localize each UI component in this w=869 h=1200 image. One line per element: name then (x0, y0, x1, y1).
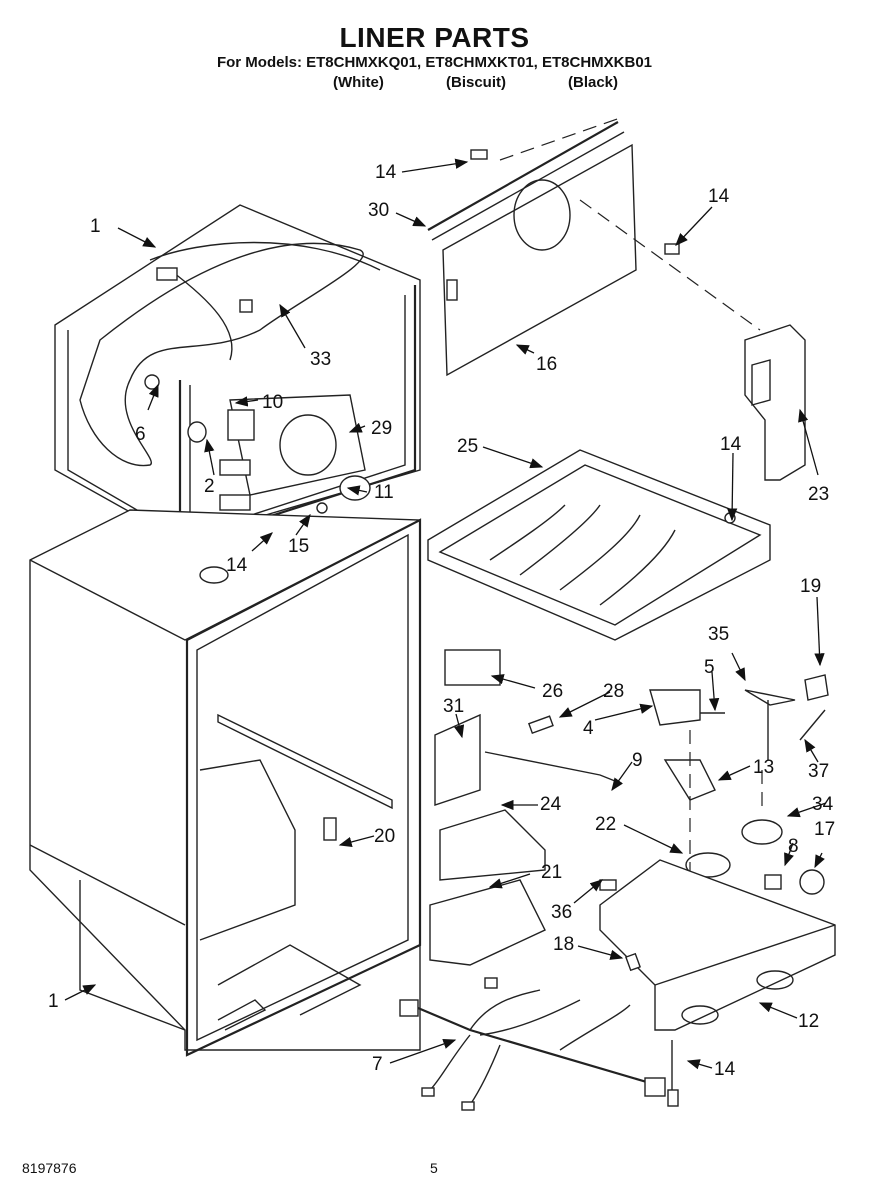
callout-34: 34 (812, 794, 834, 815)
callout-13: 13 (753, 757, 774, 778)
callout-14-right: 14 (708, 186, 730, 207)
callout-28: 28 (603, 681, 624, 702)
page-number: 5 (430, 1160, 438, 1176)
page-title: LINER PARTS (339, 22, 530, 53)
callout-29: 29 (371, 418, 392, 439)
document-number: 8197876 (22, 1160, 77, 1176)
callout-6: 6 (135, 424, 146, 445)
callout-20: 20 (374, 826, 395, 847)
color-black: (Black) (568, 74, 619, 91)
callout-14-shelf: 14 (720, 434, 742, 455)
callout-14-top: 14 (375, 162, 397, 183)
callout-8: 8 (788, 836, 799, 857)
callout-7: 7 (372, 1054, 383, 1075)
back-panel (427, 117, 761, 377)
callout-9: 9 (632, 750, 643, 771)
callout-2: 2 (204, 476, 215, 497)
dispenser-housing (599, 859, 836, 1107)
refrigerator-liner (29, 509, 422, 1057)
callout-16: 16 (536, 354, 557, 375)
callout-10: 10 (262, 392, 283, 413)
callout-11: 11 (374, 482, 394, 503)
callout-14-left: 14 (226, 555, 248, 576)
callout-18: 18 (553, 934, 574, 955)
callout-1-bottom: 1 (48, 991, 59, 1012)
callout-4: 4 (583, 718, 594, 739)
color-white: (White) (333, 74, 384, 91)
callout-25: 25 (457, 436, 478, 457)
callout-22: 22 (595, 814, 616, 835)
callout-12: 12 (798, 1011, 819, 1032)
callout-19: 19 (800, 576, 821, 597)
callout-21: 21 (541, 862, 562, 883)
callout-labels: 1 33 6 10 29 2 11 14 15 14 30 14 16 23 2… (48, 162, 835, 1080)
callout-33: 33 (310, 349, 331, 370)
callout-35: 35 (708, 624, 729, 645)
callout-26: 26 (542, 681, 563, 702)
callout-23: 23 (808, 484, 829, 505)
callout-14-bottom: 14 (714, 1059, 736, 1080)
leader-lines (64, 158, 827, 1070)
callout-17: 17 (814, 819, 835, 840)
callout-1-top: 1 (90, 216, 101, 237)
dispenser-parts (429, 649, 829, 1000)
callout-36: 36 (551, 902, 572, 923)
freezer-shelf (427, 449, 771, 641)
color-biscuit: (Biscuit) (446, 74, 506, 91)
callout-37: 37 (808, 761, 829, 782)
callout-30: 30 (368, 200, 389, 221)
models-line: For Models: ET8CHMXKQ01, ET8CHMXKT01, ET… (216, 54, 653, 71)
callout-24: 24 (540, 794, 562, 815)
air-duct (744, 324, 806, 481)
wire-harness (399, 977, 666, 1111)
callout-5: 5 (704, 657, 715, 678)
callout-31: 31 (443, 696, 464, 717)
callout-15: 15 (288, 536, 309, 557)
fan-assembly (144, 374, 371, 534)
